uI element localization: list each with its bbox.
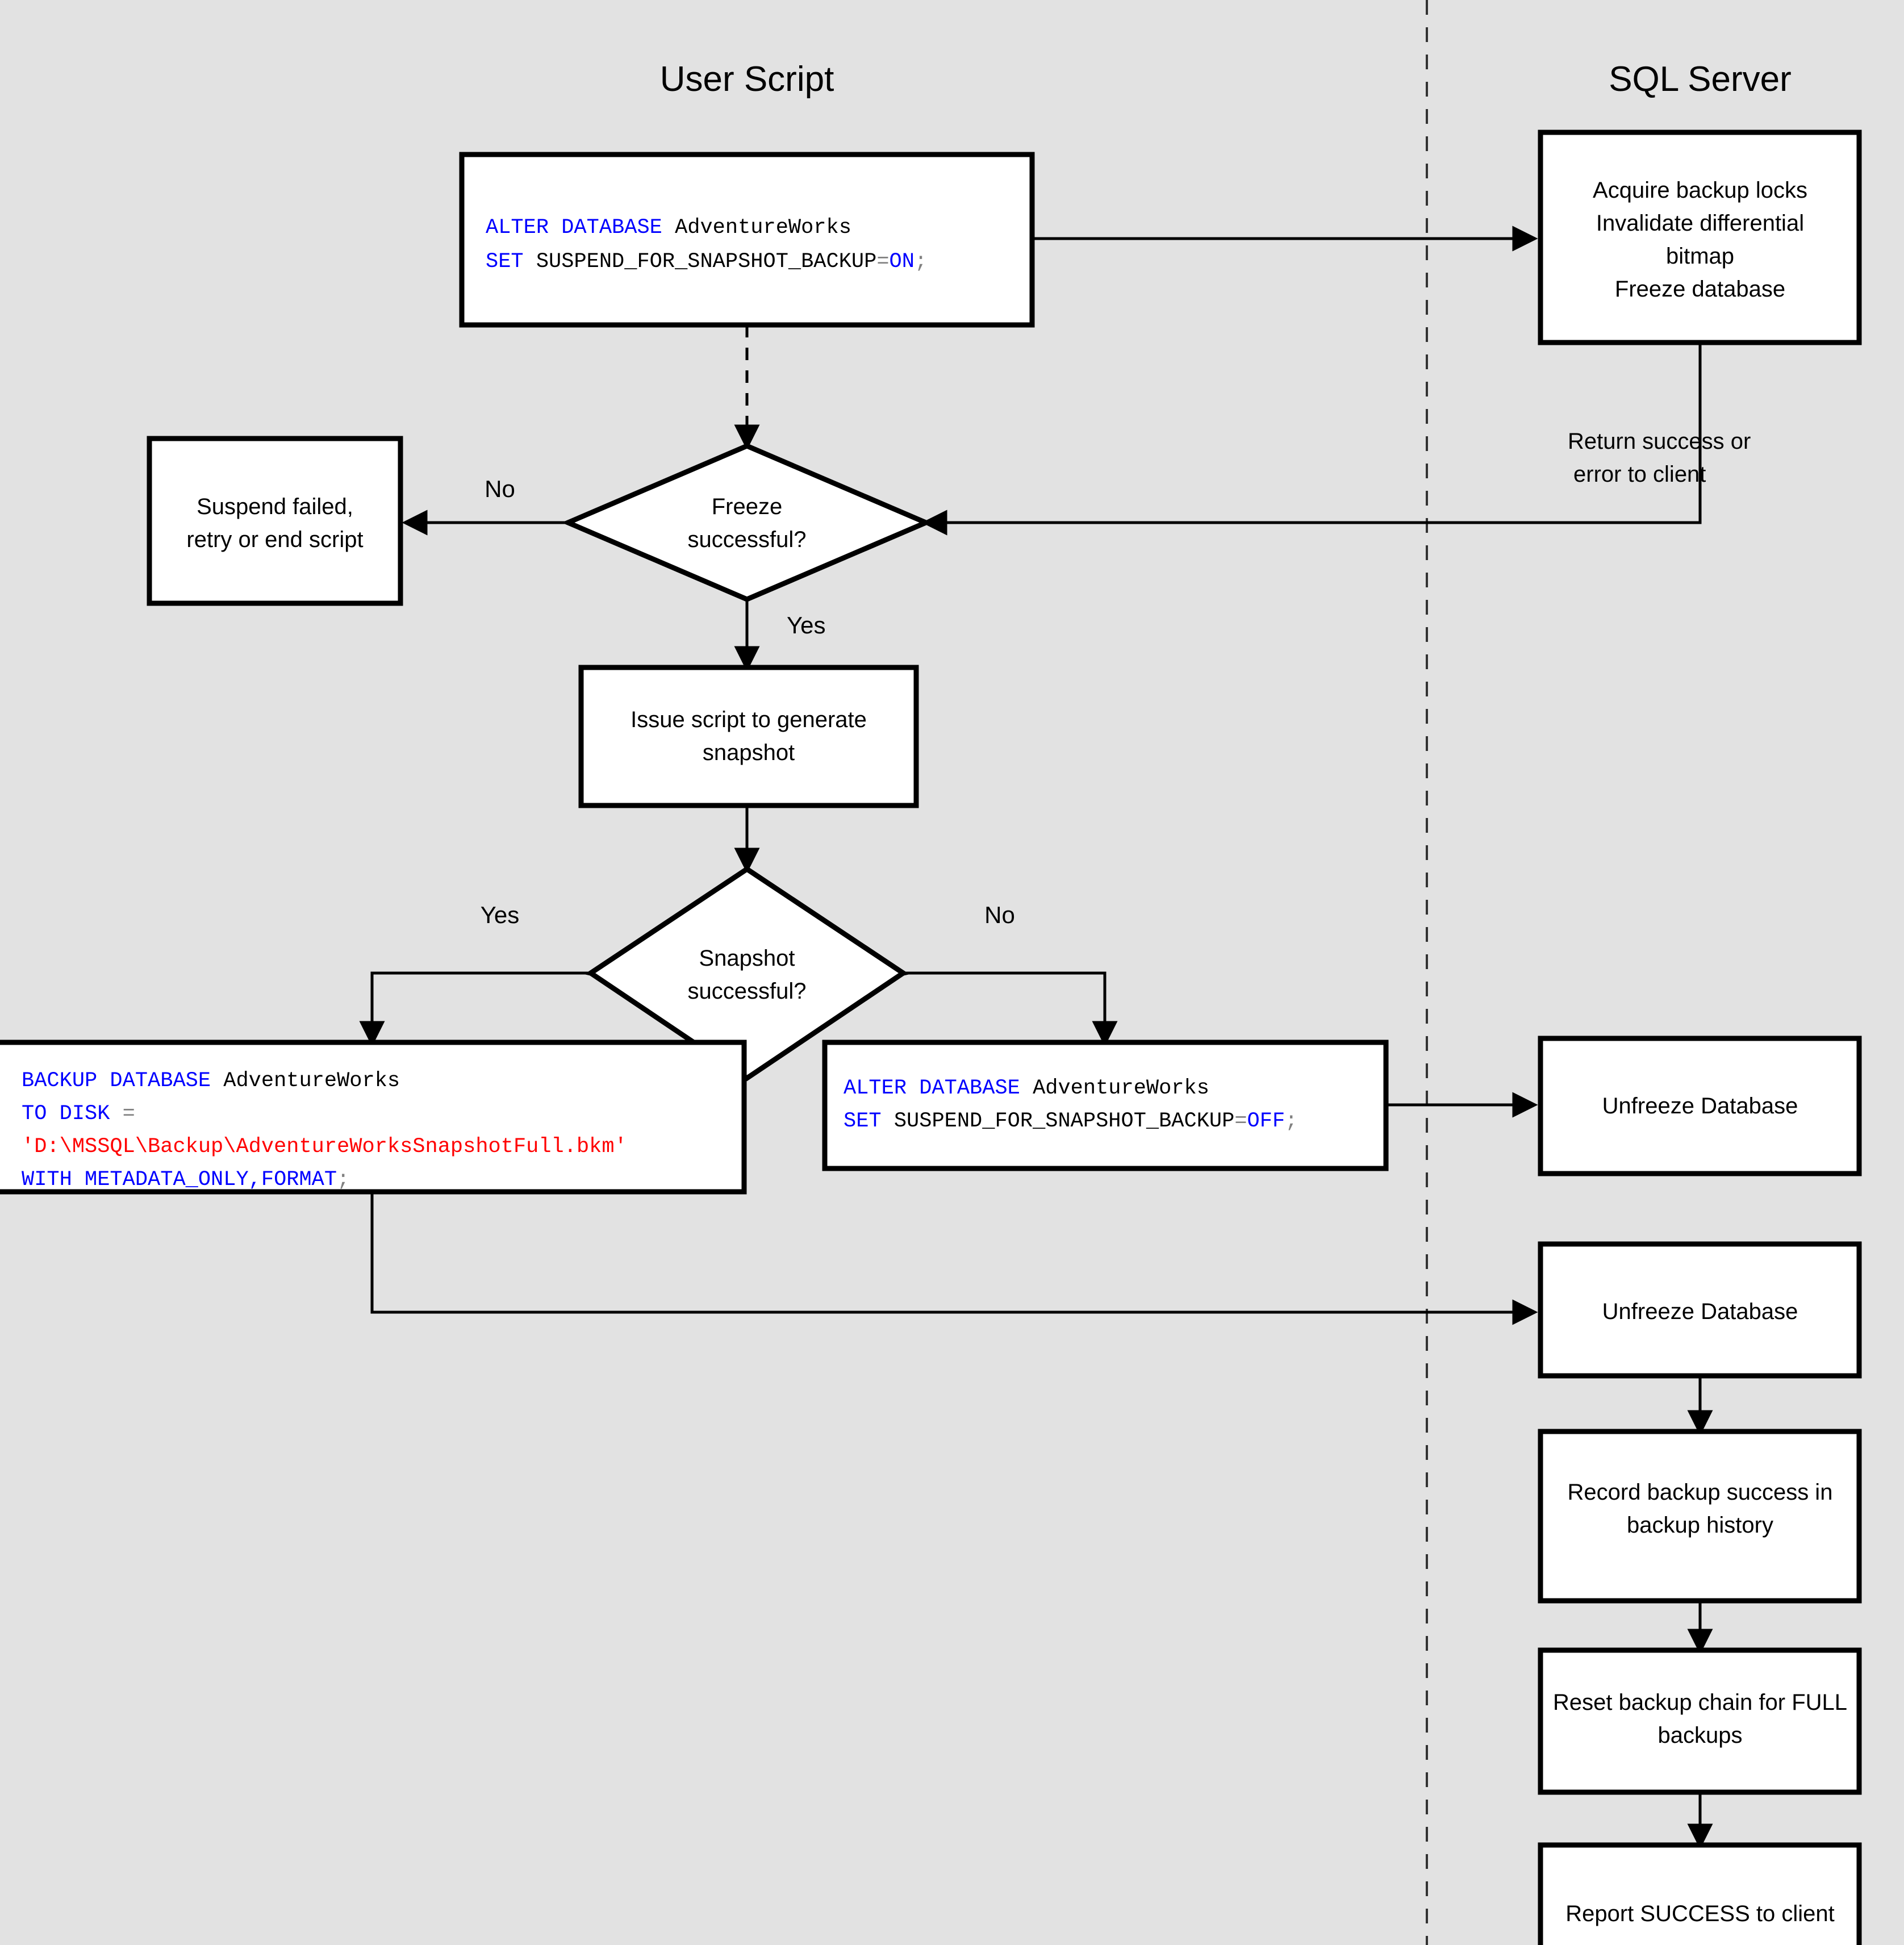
backup-line4: WITH METADATA_ONLY,FORMAT;: [22, 1168, 349, 1192]
issue-script-line2: snapshot: [703, 740, 795, 765]
acquire-line4: Freeze database: [1615, 277, 1785, 302]
edge-label-snapshot-no: No: [984, 901, 1015, 928]
connector-snapshot-yes-to-backup: [359, 971, 591, 1047]
acquire-line1: Acquire backup locks: [1593, 178, 1807, 203]
connector-acquire-to-freeze: [921, 343, 1702, 536]
edge-label-snapshot-yes: Yes: [481, 901, 520, 928]
suspend-failed-line1: Suspend failed,: [197, 494, 353, 519]
suspend-failed-line2: retry or end script: [186, 527, 363, 552]
acquire-line2: Invalidate differential: [1596, 211, 1804, 236]
reset-line2: backups: [1658, 1723, 1743, 1748]
reset-line1: Reset backup chain for FULL: [1553, 1690, 1847, 1715]
alter-on-line1: ALTER DATABASE AdventureWorks: [486, 216, 851, 240]
alter-off-line2: SET SUSPEND_FOR_SNAPSHOT_BACKUP=OFF;: [844, 1109, 1297, 1133]
node-unfreeze-database-1[interactable]: Unfreeze Database: [1538, 1036, 1862, 1176]
node-backup-database[interactable]: BACKUP DATABASE AdventureWorks TO DISK =…: [0, 1040, 747, 1195]
node-alter-database-off[interactable]: ALTER DATABASE AdventureWorks SET SUSPEN…: [822, 1040, 1389, 1171]
node-alter-database-on[interactable]: ALTER DATABASE AdventureWorks SET SUSPEN…: [459, 152, 1035, 328]
lane-title-sql-server: SQL Server: [1609, 60, 1792, 99]
backup-line1: BACKUP DATABASE AdventureWorks: [22, 1069, 400, 1093]
node-suspend-failed[interactable]: Suspend failed, retry or end script: [147, 436, 403, 606]
freeze-successful-line2: successful?: [688, 527, 807, 552]
node-issue-script[interactable]: Issue script to generate snapshot: [578, 665, 919, 808]
edge-label-freeze-yes: Yes: [787, 612, 826, 638]
snapshot-successful-line2: successful?: [688, 979, 807, 1004]
alter-off-line1: ALTER DATABASE AdventureWorks: [844, 1076, 1209, 1100]
alter-on-line2: SET SUSPEND_FOR_SNAPSHOT_BACKUP=ON;: [486, 250, 927, 274]
backup-line2: TO DISK =: [22, 1102, 135, 1126]
record-line1: Record backup success in: [1568, 1480, 1833, 1505]
lane-title-user-script: User Script: [660, 60, 834, 99]
edge-label-return-success-line2: error to client: [1573, 462, 1706, 487]
report-line1: Report SUCCESS to client: [1565, 1901, 1835, 1926]
issue-script-line1: Issue script to generate: [631, 707, 867, 732]
node-unfreeze-database-2[interactable]: Unfreeze Database: [1538, 1241, 1862, 1379]
node-snapshot-successful[interactable]: Snapshot successful?: [584, 866, 910, 1082]
record-line2: backup history: [1627, 1513, 1773, 1538]
node-reset-backup-chain[interactable]: Reset backup chain for FULL backups: [1538, 1647, 1862, 1795]
connector-backup-to-unfreeze2: [370, 1192, 1538, 1325]
edge-label-return-success-line1: Return success or: [1568, 429, 1751, 454]
backup-line3: 'D:\MSSQL\Backup\AdventureWorksSnapshotF…: [22, 1135, 627, 1159]
acquire-line3: bitmap: [1666, 244, 1734, 269]
node-record-backup-success[interactable]: Record backup success in backup history: [1538, 1429, 1862, 1604]
edge-label-freeze-no: No: [485, 475, 515, 502]
node-acquire-backup-locks[interactable]: Acquire backup locks Invalidate differen…: [1538, 130, 1862, 345]
freeze-successful-line1: Freeze: [712, 494, 783, 519]
node-freeze-successful[interactable]: Freeze successful?: [561, 443, 933, 602]
unfreeze1-line1: Unfreeze Database: [1602, 1093, 1798, 1118]
node-report-success[interactable]: Report SUCCESS to client: [1538, 1842, 1862, 1945]
connector-snapshot-no-to-alter-off: [903, 971, 1118, 1047]
unfreeze2-line1: Unfreeze Database: [1602, 1299, 1798, 1324]
snapshot-successful-line1: Snapshot: [699, 946, 795, 971]
